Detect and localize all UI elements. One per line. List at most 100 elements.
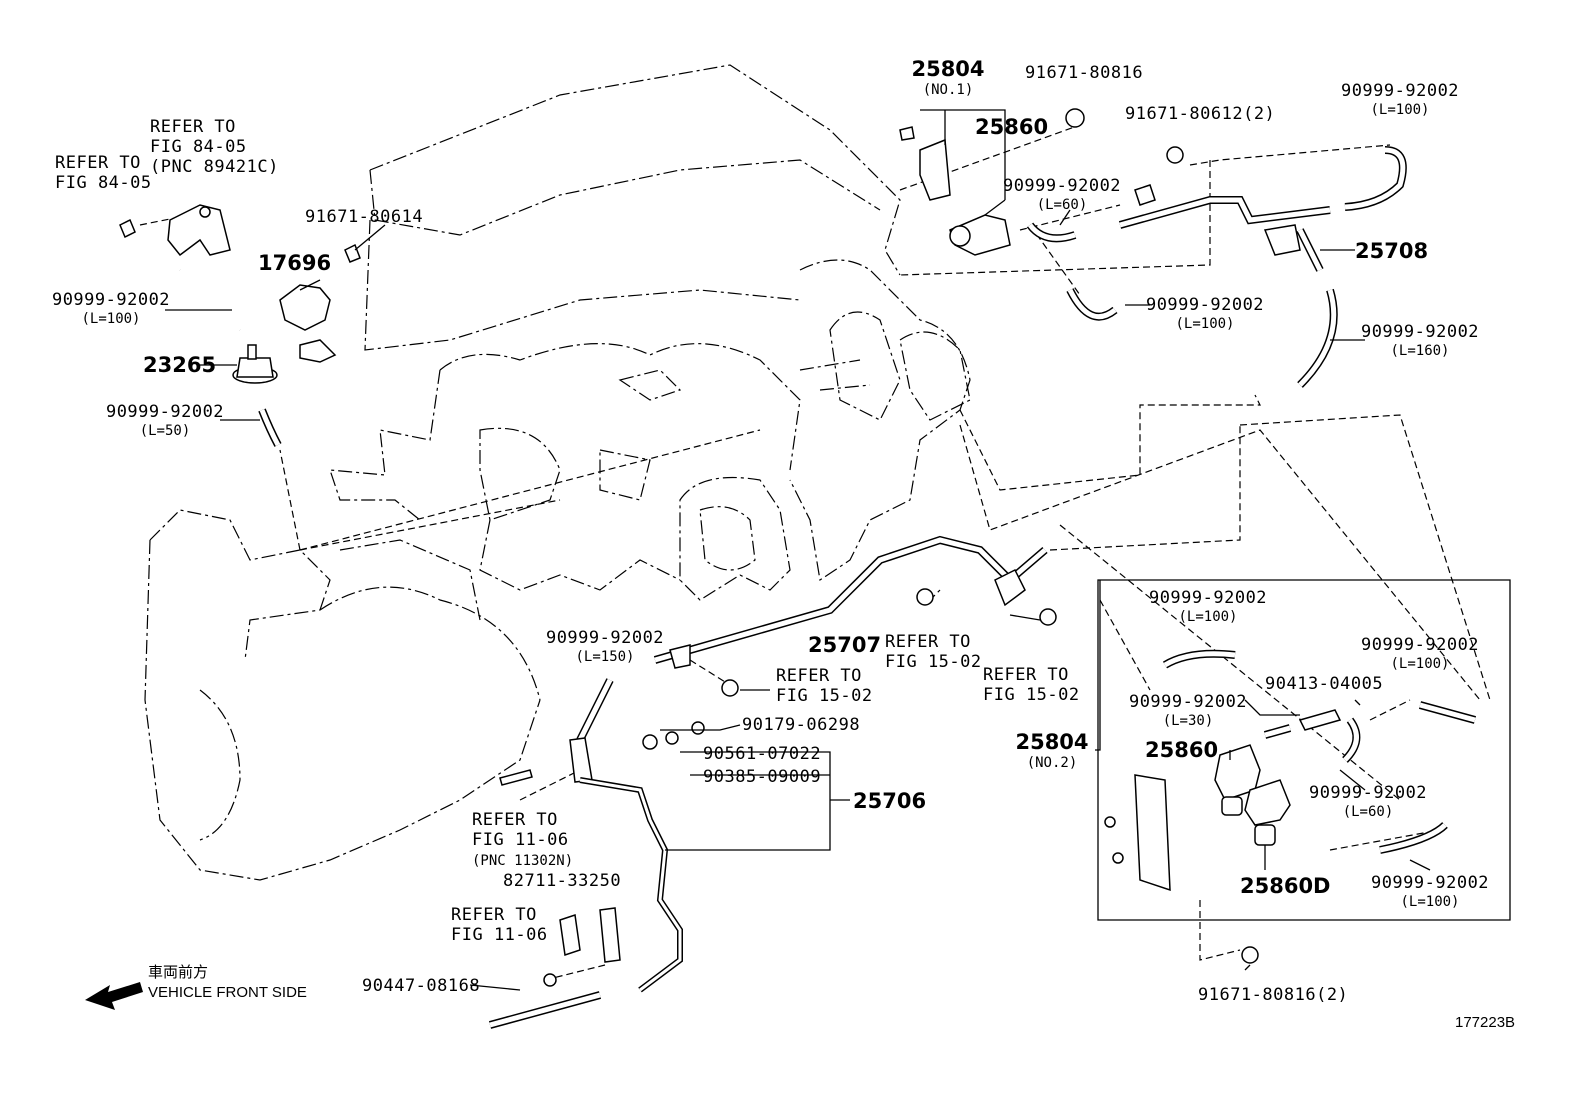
callout-text: 90999-92002	[1146, 295, 1264, 315]
callout-text: REFER TO	[150, 117, 236, 137]
callout-p25707: 25707	[808, 633, 881, 657]
callout-text: (L=100)	[1390, 656, 1449, 672]
callout-text: 90999-92002	[546, 628, 664, 648]
callout-p90561-07022: 90561-07022	[703, 744, 821, 764]
callout-text: (L=100)	[81, 311, 140, 327]
callout-p17696: 17696	[258, 251, 331, 275]
callout-text: 91671-80612(2)	[1125, 104, 1275, 124]
callout-text: (L=160)	[1390, 343, 1449, 359]
leader-lines	[165, 109, 1511, 991]
callout-text: REFER TO	[472, 810, 558, 830]
callout-text: (L=100)	[1370, 102, 1429, 118]
callout-text: 90447-08168	[362, 976, 480, 996]
callout-text: (L=100)	[1400, 894, 1459, 910]
callout-text: 90999-92002	[106, 402, 224, 422]
callout-text: (L=60)	[1037, 197, 1088, 213]
callout-text: 17696	[258, 251, 331, 275]
callout-hose-l100-b: 90999-92002(L=100)	[1341, 81, 1459, 118]
callout-text: 90179-06298	[742, 715, 860, 735]
callout-text: REFER TO	[451, 905, 537, 925]
callout-text: 90999-92002	[1149, 588, 1267, 608]
callout-text: (L=100)	[1175, 316, 1234, 332]
callout-text: FIG 11-06	[451, 925, 548, 945]
callout-text: 90999-92002	[1003, 176, 1121, 196]
illustration-id: 177223B	[1455, 1014, 1515, 1031]
callout-p91671-80816: 91671-80816	[1025, 63, 1143, 83]
callout-text: 91671-80816(2)	[1198, 985, 1348, 1005]
callout-text: 23265	[143, 353, 216, 377]
callout-hose-l50: 90999-92002(L=50)	[106, 402, 224, 439]
callout-text: REFER TO	[776, 666, 862, 686]
callout-text: FIG 11-06	[472, 830, 569, 850]
callout-text: 90999-92002	[1361, 635, 1479, 655]
callout-p23265: 23265	[143, 353, 216, 377]
callout-hose-l100-e: 90999-92002(L=100)	[1361, 635, 1479, 672]
callout-hose-l60-b: 90999-92002(L=60)	[1309, 783, 1427, 820]
callout-text: (NO.1)	[923, 82, 974, 98]
callout-p25804-no1: 25804(NO.1)	[911, 57, 984, 98]
callout-p25804-no2: 25804(NO.2)	[1015, 730, 1088, 771]
parts	[119, 108, 1477, 1029]
callout-text: (L=30)	[1163, 713, 1214, 729]
callout-text: 25707	[808, 633, 881, 657]
callout-text: 90385-09009	[703, 767, 821, 787]
callout-p82711-33250: 82711-33250	[503, 871, 621, 891]
callout-text: REFER TO	[983, 665, 1069, 685]
callout-text: FIG 84-05	[55, 173, 152, 193]
callout-text: FIG 15-02	[776, 686, 873, 706]
callout-text: (L=100)	[1178, 609, 1237, 625]
callout-text: 90999-92002	[52, 290, 170, 310]
callout-hose-l150: 90999-92002(L=150)	[546, 628, 664, 665]
callout-text: 90413-04005	[1265, 674, 1383, 694]
callout-text: (L=150)	[575, 649, 634, 665]
callout-text: 25706	[853, 789, 926, 813]
callout-text: 25708	[1355, 239, 1428, 263]
callout-text: 82711-33250	[503, 871, 621, 891]
direction-label-en: VEHICLE FRONT SIDE	[148, 984, 307, 1001]
callout-hose-l100-a: 90999-92002(L=100)	[52, 290, 170, 327]
callout-p25706: 25706	[853, 789, 926, 813]
callout-text: 25804	[1015, 730, 1088, 754]
callout-text: 90561-07022	[703, 744, 821, 764]
callout-hose-l100-c: 90999-92002(L=100)	[1146, 295, 1264, 332]
callout-text: (PNC 11302N)	[472, 853, 573, 869]
callout-text: (L=50)	[140, 423, 191, 439]
callout-p91671-80614: 91671-80614	[305, 207, 423, 227]
callout-p25708: 25708	[1355, 239, 1428, 263]
callout-text: REFER TO	[55, 153, 141, 173]
callout-p25860-box: 25860	[1145, 738, 1218, 762]
callout-text: 25860	[1145, 738, 1218, 762]
callout-p90413-04005: 90413-04005	[1265, 674, 1383, 694]
callout-text: 90999-92002	[1129, 692, 1247, 712]
callout-p91671-80816-2: 91671-80816(2)	[1198, 985, 1348, 1005]
direction-label-jp: 車両前方	[148, 964, 208, 981]
callout-text: (L=60)	[1343, 804, 1394, 820]
callout-hose-l100-f: 90999-92002(L=100)	[1371, 873, 1489, 910]
front-direction-arrow	[85, 982, 143, 1010]
callout-text: (PNC 89421C)	[150, 157, 279, 177]
callout-text: 91671-80816	[1025, 63, 1143, 83]
callout-p25860D: 25860D	[1240, 874, 1331, 898]
callout-p90447-08168: 90447-08168	[362, 976, 480, 996]
callout-p90179-06298: 90179-06298	[742, 715, 860, 735]
callout-p91671-80612: 91671-80612(2)	[1125, 104, 1275, 124]
callout-text: 90999-92002	[1341, 81, 1459, 101]
callout-text: 25860D	[1240, 874, 1331, 898]
callout-hose-l100-d: 90999-92002(L=100)	[1149, 588, 1267, 625]
callout-text: 90999-92002	[1309, 783, 1427, 803]
callout-text: FIG 15-02	[885, 652, 982, 672]
callout-p25860-top: 25860	[975, 115, 1048, 139]
callout-text: REFER TO	[885, 632, 971, 652]
callout-text: FIG 15-02	[983, 685, 1080, 705]
callout-text: 90999-92002	[1361, 322, 1479, 342]
callout-hose-l160: 90999-92002(L=160)	[1361, 322, 1479, 359]
callout-text: 91671-80614	[305, 207, 423, 227]
